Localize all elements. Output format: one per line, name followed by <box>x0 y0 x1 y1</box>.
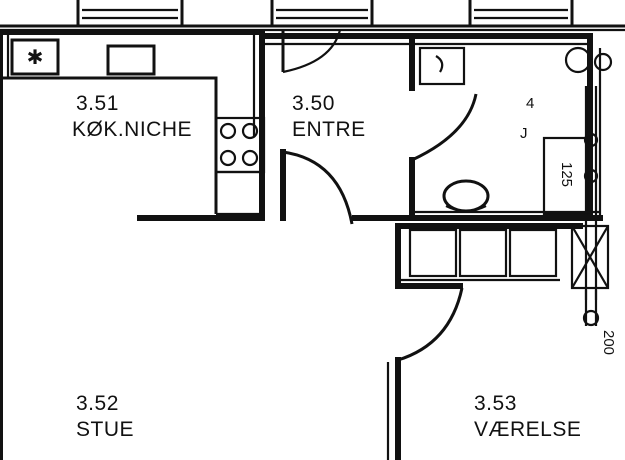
burner-icon <box>241 122 259 140</box>
room-number-entre: 3.50 <box>292 92 335 115</box>
room-name-kitchen: KØK.NICHE <box>72 118 192 141</box>
exterior-wall <box>0 29 263 460</box>
wc-label-bottom: J <box>520 125 528 142</box>
valve-icon <box>593 52 613 72</box>
entre-walls <box>137 29 415 225</box>
partition-walls <box>386 283 464 460</box>
wc-label-top: 4 <box>526 95 534 112</box>
wardrobe <box>395 223 610 327</box>
room-number-kitchen: 3.51 <box>76 92 119 115</box>
kitchen-niche: ✱ <box>0 32 266 216</box>
room-name-vaerelse: VÆRELSE <box>474 418 581 441</box>
bathroom <box>259 33 613 300</box>
door-swing <box>282 150 354 225</box>
washbasin <box>442 179 490 213</box>
pipe-dimension: 200 <box>600 330 617 355</box>
room-name-stue: STUE <box>76 418 134 441</box>
valve-icon <box>564 46 592 74</box>
door-swing <box>397 287 464 362</box>
top-windows <box>0 0 625 32</box>
room-number-stue: 3.52 <box>76 392 119 415</box>
room-name-entre: ENTRE <box>292 118 366 141</box>
burner-icon <box>241 149 259 167</box>
room-number-vaerelse: 3.53 <box>474 392 517 415</box>
shower <box>542 136 592 216</box>
door-swing <box>411 93 478 162</box>
burner-icon <box>219 149 237 167</box>
shaft <box>570 224 610 290</box>
burner-icon <box>219 122 237 140</box>
freezer-star-icon: ✱ <box>27 45 44 69</box>
shower-dimension: 125 <box>558 162 575 187</box>
toilet <box>418 46 466 86</box>
